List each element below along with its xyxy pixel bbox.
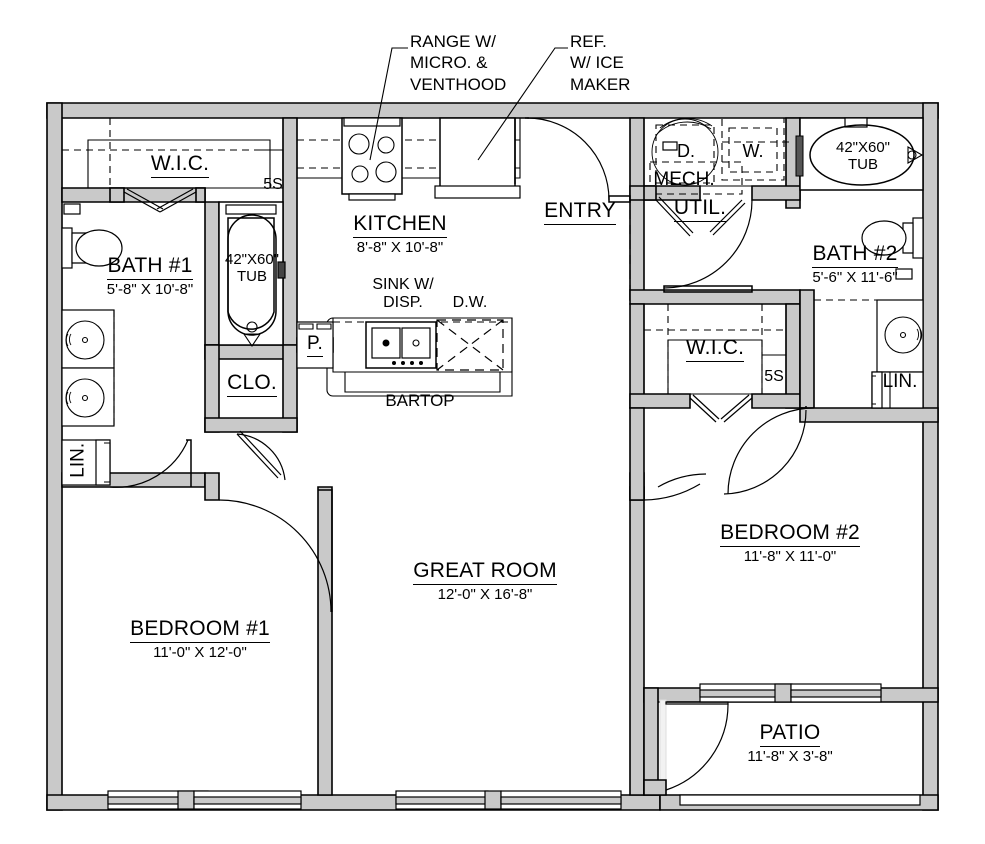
room-label-kitchen: KITCHEN 8'-8" X 10'-8" (353, 212, 447, 256)
tub-left (218, 201, 286, 347)
interior-walls (61, 117, 939, 796)
shelf-label-right: 5S (764, 368, 784, 385)
bath-2-fixtures (723, 217, 924, 495)
linen-label-left: LIN. (67, 442, 89, 478)
room-label-wic-1: W.I.C. (100, 152, 260, 178)
tub-label-right: 42"X60" TUB (835, 139, 891, 173)
bedroom-2-door (643, 473, 707, 501)
linen-label-right: LIN. (882, 371, 918, 392)
callout-range: RANGE W/ MICRO. & VENTHOOD (410, 32, 507, 94)
callout-leaders (369, 47, 568, 161)
closet-door (236, 430, 286, 481)
room-label-patio: PATIO 11'-8" X 3'-8" (747, 721, 833, 765)
room-label-entry: ENTRY (490, 199, 670, 225)
wic-2-shelving (643, 303, 787, 423)
bath-1-fixtures (61, 203, 192, 488)
tub-label-left: 42"X60" TUB (224, 251, 280, 285)
room-label-wic-2: W.I.C. (645, 336, 785, 362)
room-label-bath-1: BATH #1 5'-8" X 10'-8" (106, 254, 194, 298)
bartop-label: BARTOP (385, 391, 455, 410)
dishwasher-label: D.W. (452, 294, 488, 311)
room-label-great-room: GREAT ROOM 12'-0" X 16'-8" (413, 559, 557, 603)
callout-refrigerator: REF. W/ ICE MAKER (570, 32, 631, 94)
tub-right (795, 117, 924, 191)
patio-door (643, 699, 729, 796)
room-label-util: UTIL. (645, 196, 755, 222)
washer-label: W. (742, 141, 764, 161)
pantry-label: P. (298, 333, 332, 357)
windows (107, 683, 921, 810)
sink-label: SINK W/ DISP. (372, 276, 434, 311)
dryer-label: D. (677, 141, 695, 161)
room-label-bedroom-1: BEDROOM #1 11'-0" X 12'-0" (130, 617, 270, 661)
entry-door (525, 117, 631, 290)
kitchen (262, 117, 521, 397)
utility-room (643, 117, 790, 293)
room-label-bedroom-2: BEDROOM #2 11'-8" X 11'-0" (720, 521, 860, 565)
closet-label: CLO. (212, 371, 292, 397)
mech-label: MECH. (653, 169, 715, 190)
room-label-bath-2: BATH #2 5'-6" X 11'-6" (812, 242, 898, 286)
shelf-label-left: 5S (263, 176, 283, 193)
bedroom-1-door (218, 489, 333, 613)
wic-1-shelving (61, 117, 284, 213)
